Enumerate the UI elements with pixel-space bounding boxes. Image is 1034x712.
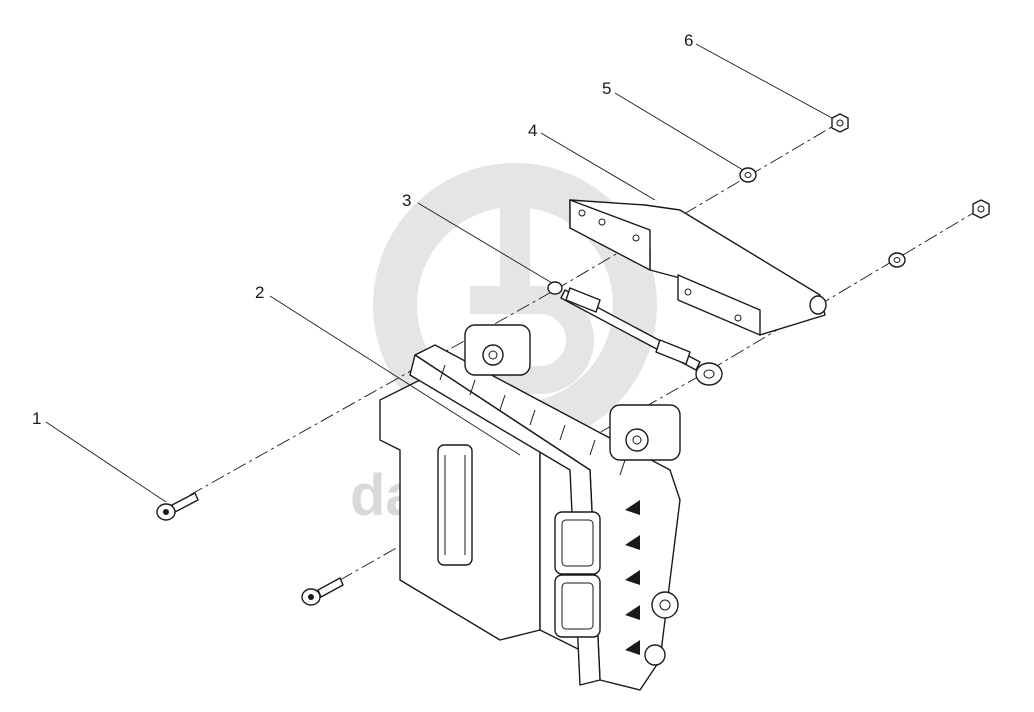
part-6-nut-upper[interactable] <box>831 113 849 133</box>
callout-5: 5 <box>602 79 611 98</box>
callout-1: 1 <box>32 409 41 428</box>
part-1-bolt-lower[interactable] <box>301 577 344 606</box>
ecu-mount-lug-right <box>609 404 681 461</box>
part-5-washer-upper[interactable] <box>739 167 757 183</box>
ecu-mount-lug-left <box>464 324 531 376</box>
cooling-fins <box>439 364 640 655</box>
ecu-connector-upper-right <box>554 511 601 575</box>
part-3-ground-strap[interactable] <box>547 281 723 386</box>
ecu-connector-lower-right <box>554 574 601 638</box>
part-6-nut-lower[interactable] <box>972 199 990 219</box>
ecu-connector-left <box>437 444 473 566</box>
leader-lines <box>45 43 833 503</box>
part-5-washer-lower[interactable] <box>888 252 906 268</box>
part-4-bracket[interactable] <box>569 199 827 336</box>
ecu-side-bracket <box>644 591 679 666</box>
callout-6: 6 <box>684 31 693 50</box>
callout-4: 4 <box>528 121 537 140</box>
part-2-control-unit[interactable] <box>379 324 681 691</box>
callout-2: 2 <box>255 283 264 302</box>
part-1-bolt-upper[interactable] <box>156 492 199 521</box>
callout-3: 3 <box>402 191 411 210</box>
